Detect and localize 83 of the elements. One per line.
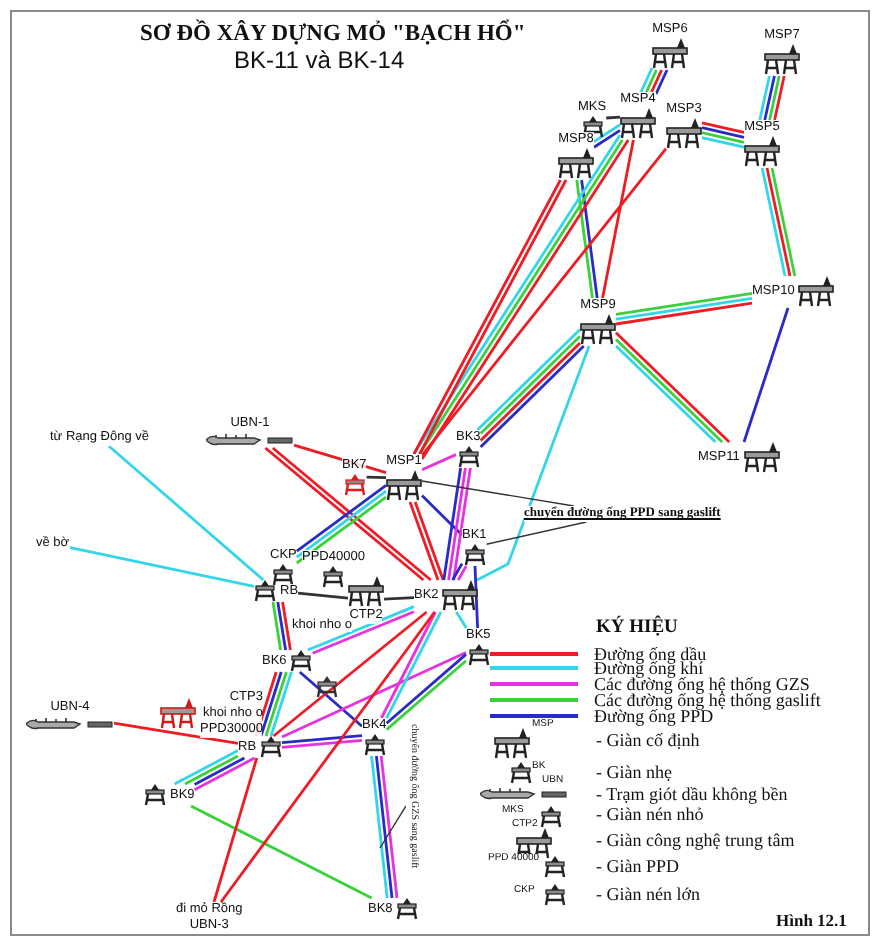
legend-text: - Giàn nén nhỏ bbox=[596, 806, 704, 822]
pipeline-line bbox=[701, 136, 745, 149]
pipeline-line bbox=[451, 562, 464, 581]
pipeline-line bbox=[768, 75, 781, 121]
leader-line bbox=[421, 480, 575, 507]
pipeline-line bbox=[383, 596, 415, 601]
pipeline-line bbox=[650, 69, 663, 93]
pipeline-line bbox=[760, 167, 787, 277]
pipeline-line bbox=[276, 601, 287, 651]
pipeline-line bbox=[281, 651, 467, 739]
legend-text: - Giàn PPD bbox=[596, 858, 680, 874]
pipeline-line bbox=[452, 467, 472, 581]
pipeline-line bbox=[375, 755, 394, 899]
pipeline-line bbox=[770, 167, 797, 277]
legend-text: Đường ống PPD bbox=[594, 708, 714, 724]
pipeline-line bbox=[473, 565, 479, 629]
pipeline-line bbox=[293, 443, 387, 474]
pipeline-line bbox=[447, 467, 467, 581]
pipeline-line bbox=[476, 345, 591, 582]
pipeline-line bbox=[370, 755, 389, 899]
pipeline-line bbox=[281, 739, 363, 749]
pipeline-line bbox=[420, 147, 668, 457]
leader-line bbox=[379, 805, 407, 849]
legend-title: KÝ HIỆU bbox=[596, 618, 678, 639]
pipeline-line bbox=[259, 671, 283, 737]
figure-number: Hình 12.1 bbox=[776, 912, 847, 931]
pipeline-line bbox=[281, 601, 292, 651]
pipeline-line bbox=[219, 611, 436, 903]
pipeline-line bbox=[193, 756, 256, 792]
pipeline-line bbox=[421, 453, 457, 472]
pipeline-line bbox=[580, 179, 599, 299]
legend-text: - Giàn nhẹ bbox=[596, 764, 672, 780]
pipeline-line bbox=[601, 139, 635, 299]
pipeline-line bbox=[763, 75, 776, 121]
legend-text: - Giàn nén lớn bbox=[596, 886, 700, 902]
legend-text: Đường ống dầu bbox=[594, 646, 707, 662]
pipeline-line bbox=[742, 307, 790, 443]
pipeline-line bbox=[281, 734, 363, 744]
pipeline-line bbox=[212, 757, 259, 903]
legend-text: Các đường ống hệ thống GZS bbox=[594, 676, 810, 692]
pipeline-line bbox=[593, 129, 621, 149]
diagram-title: SƠ ĐỒ XÂY DỰNG MỎ "BẠCH HỔ" bbox=[140, 22, 526, 46]
pipeline-line bbox=[264, 671, 288, 737]
pipeline-line bbox=[193, 756, 246, 786]
legend-text: - Giàn công nghệ trung tâm bbox=[596, 832, 795, 848]
pipeline-line bbox=[272, 610, 428, 738]
pipeline-line bbox=[639, 67, 654, 93]
pipeline-line bbox=[297, 591, 349, 600]
pipeline-line bbox=[773, 75, 786, 121]
leader-line bbox=[485, 521, 588, 545]
pipeline-line bbox=[758, 75, 771, 121]
pipeline-line bbox=[575, 179, 594, 299]
pipeline-line bbox=[701, 131, 745, 144]
pipeline-line bbox=[615, 292, 753, 316]
legend-text: Đường ống khí bbox=[594, 660, 704, 676]
pipeline-line bbox=[271, 601, 282, 651]
pipeline-line bbox=[442, 467, 462, 581]
pipeline-line bbox=[190, 804, 373, 900]
legend-text: - Trạm giót dầu không bền bbox=[596, 786, 788, 802]
pipeline-line bbox=[298, 670, 363, 728]
diagram-subtitle: BK-11 và BK-14 bbox=[234, 48, 405, 75]
legend-text: - Giàn cố định bbox=[596, 732, 700, 748]
pipeline-line bbox=[701, 121, 745, 134]
pipeline-line bbox=[701, 126, 745, 139]
pipeline-line bbox=[421, 494, 463, 536]
pipeline-line bbox=[765, 167, 792, 277]
pipeline-line bbox=[173, 749, 239, 786]
pipeline-line bbox=[455, 611, 468, 629]
pipeline-line bbox=[645, 69, 658, 93]
pipeline-line bbox=[379, 755, 399, 899]
pipeline-line bbox=[68, 546, 255, 588]
pipeline-line bbox=[654, 69, 669, 95]
pipeline-line bbox=[366, 475, 387, 479]
legend-text: Các đường ống hệ thống gaslift bbox=[594, 692, 821, 708]
pipeline-line bbox=[269, 671, 293, 737]
pipeline-line bbox=[457, 565, 468, 581]
pipeline-line bbox=[113, 721, 239, 745]
pipeline-line bbox=[615, 301, 753, 326]
pipeline-line bbox=[615, 297, 753, 321]
pipeline-line bbox=[606, 115, 621, 120]
pipeline-line bbox=[107, 444, 265, 582]
pipeline-line bbox=[593, 123, 621, 143]
pipeline-line bbox=[184, 754, 239, 786]
